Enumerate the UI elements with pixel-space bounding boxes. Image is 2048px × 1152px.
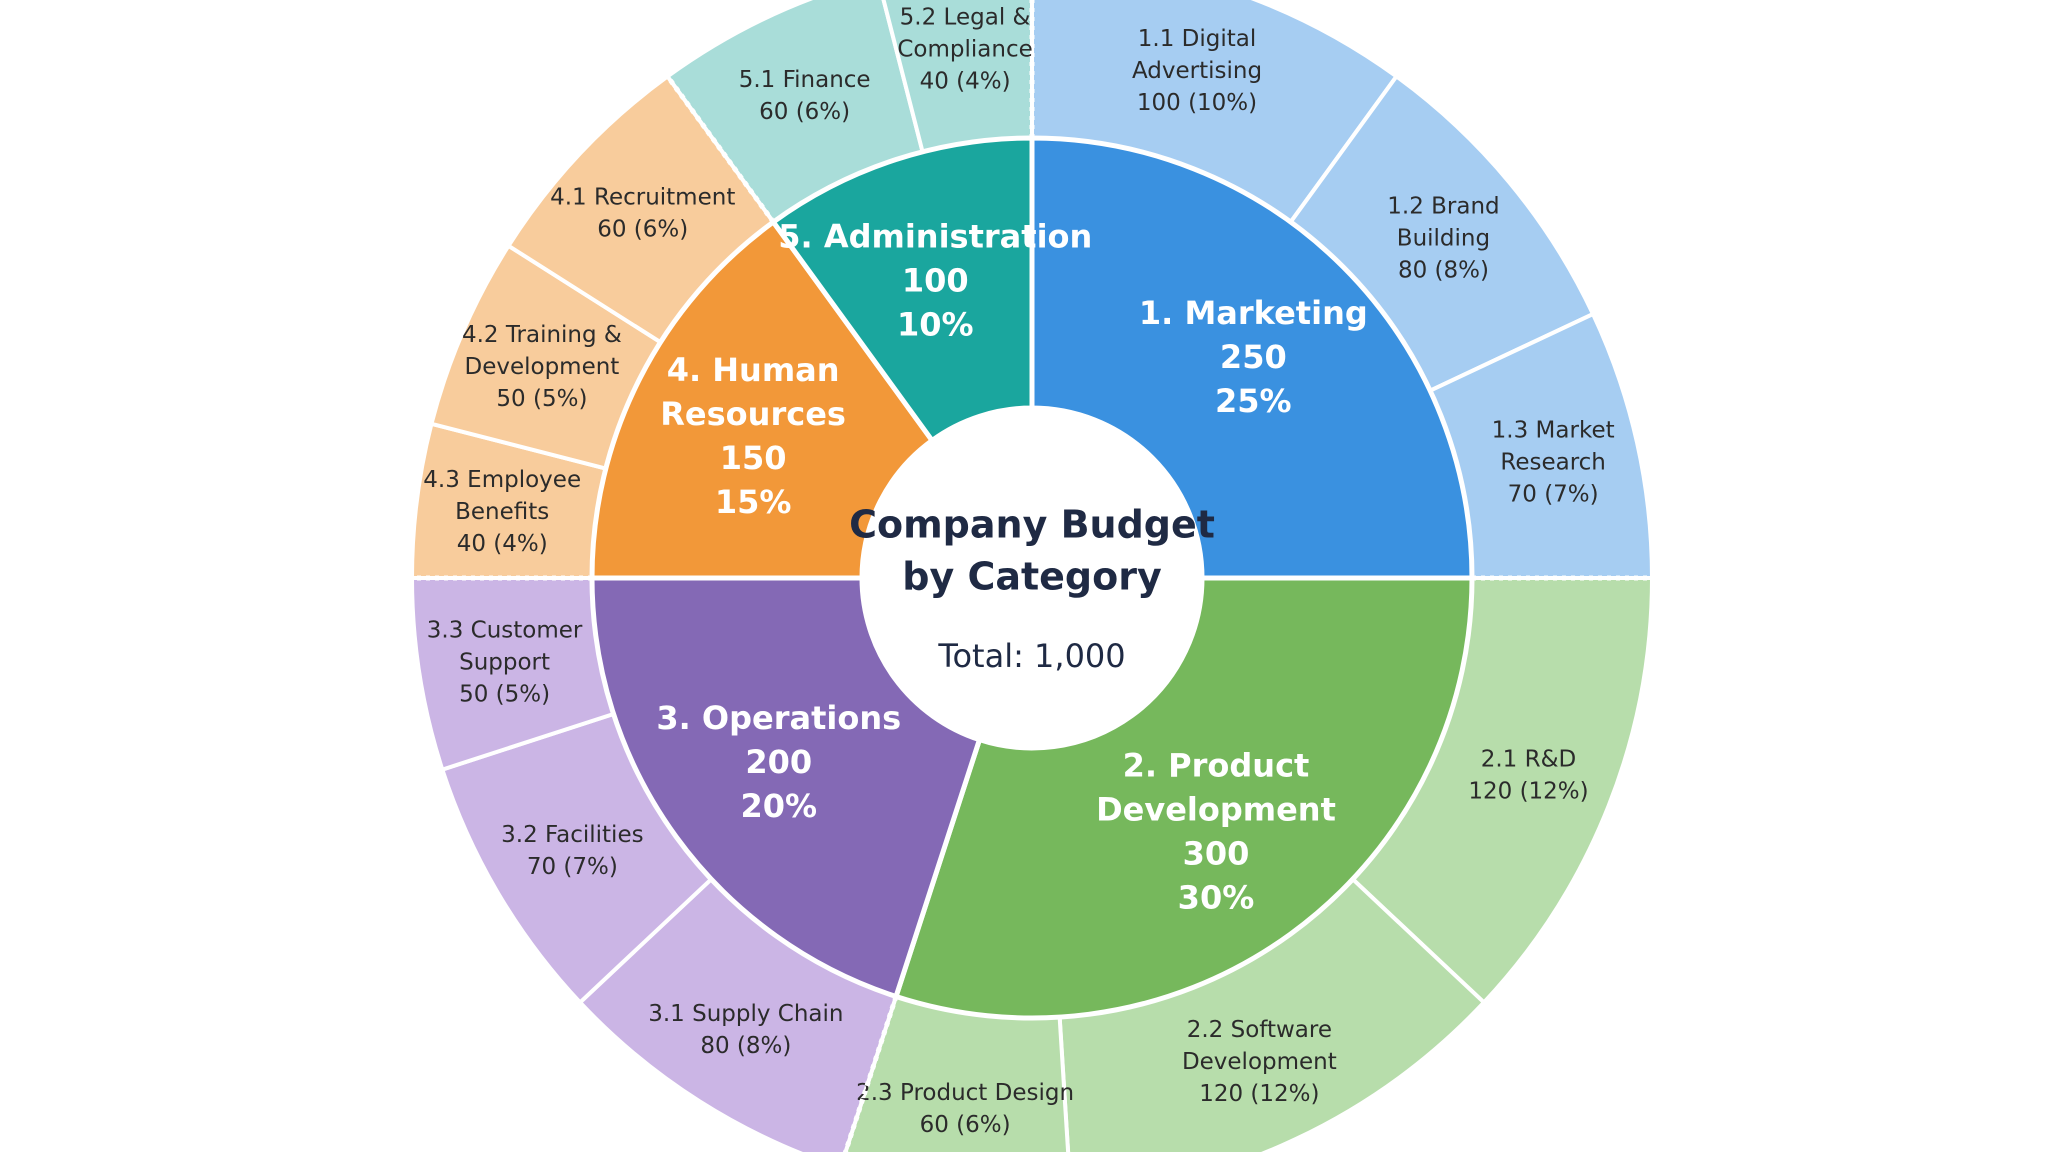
category-wedge-3: [589, 575, 983, 1000]
category-wedge-5: [769, 135, 1035, 444]
category-wedge-1: [1029, 135, 1475, 581]
inner-ring: [589, 135, 1475, 1021]
category-wedge-2: [892, 575, 1475, 1021]
category-separator-3: [842, 995, 899, 1152]
category-wedge-4: [589, 218, 936, 581]
center-circle: [866, 412, 1198, 744]
category-separator-5: [663, 71, 776, 224]
chart-total: Total: 1,000: [937, 637, 1125, 675]
